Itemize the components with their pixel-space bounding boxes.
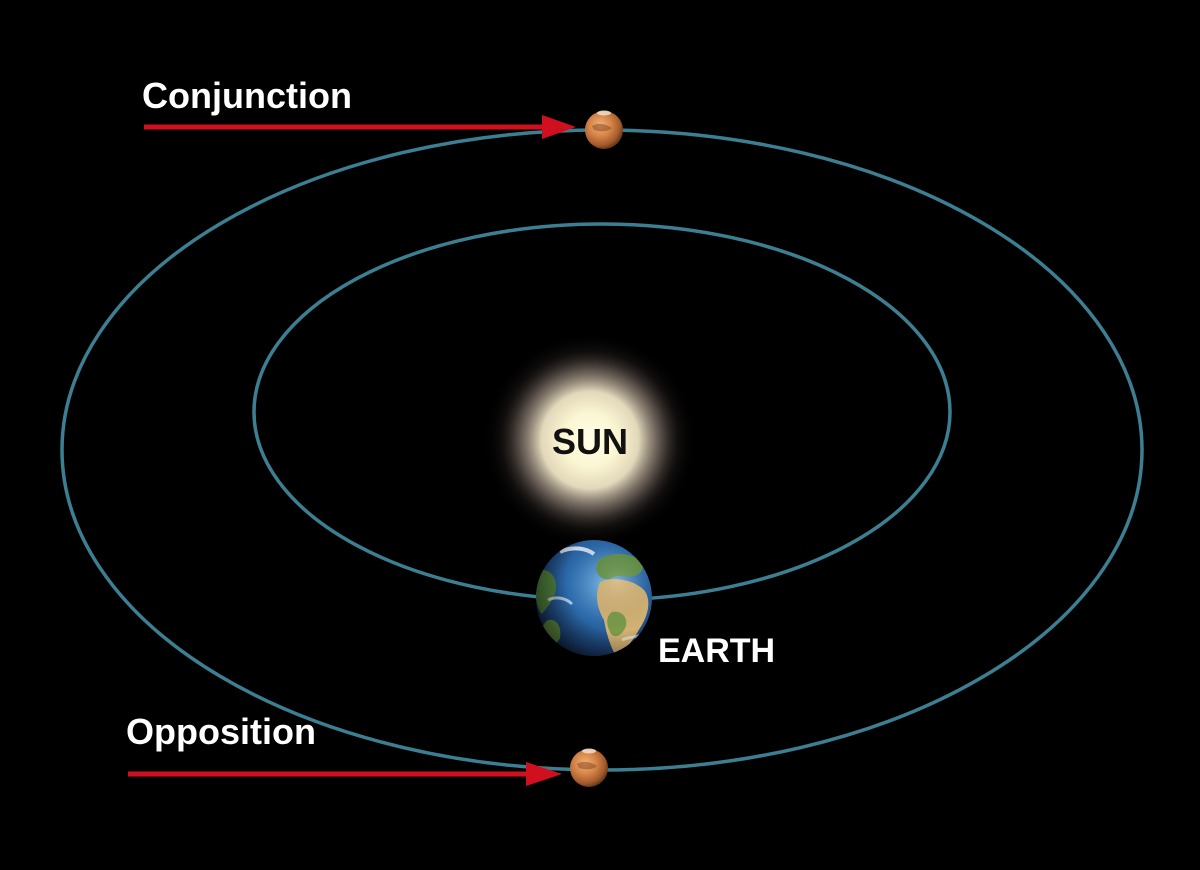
conjunction-label: Conjunction [142, 75, 352, 116]
sun [482, 332, 698, 548]
mars-conjunction [585, 110, 623, 149]
earth-icon [536, 540, 652, 656]
mars-opposition [570, 748, 608, 787]
sun-label: SUN [552, 421, 628, 462]
conjunction-arrow [144, 115, 576, 139]
earth-label: EARTH [658, 632, 775, 670]
opposition-label: Opposition [126, 711, 316, 752]
opposition-arrow [128, 762, 562, 786]
